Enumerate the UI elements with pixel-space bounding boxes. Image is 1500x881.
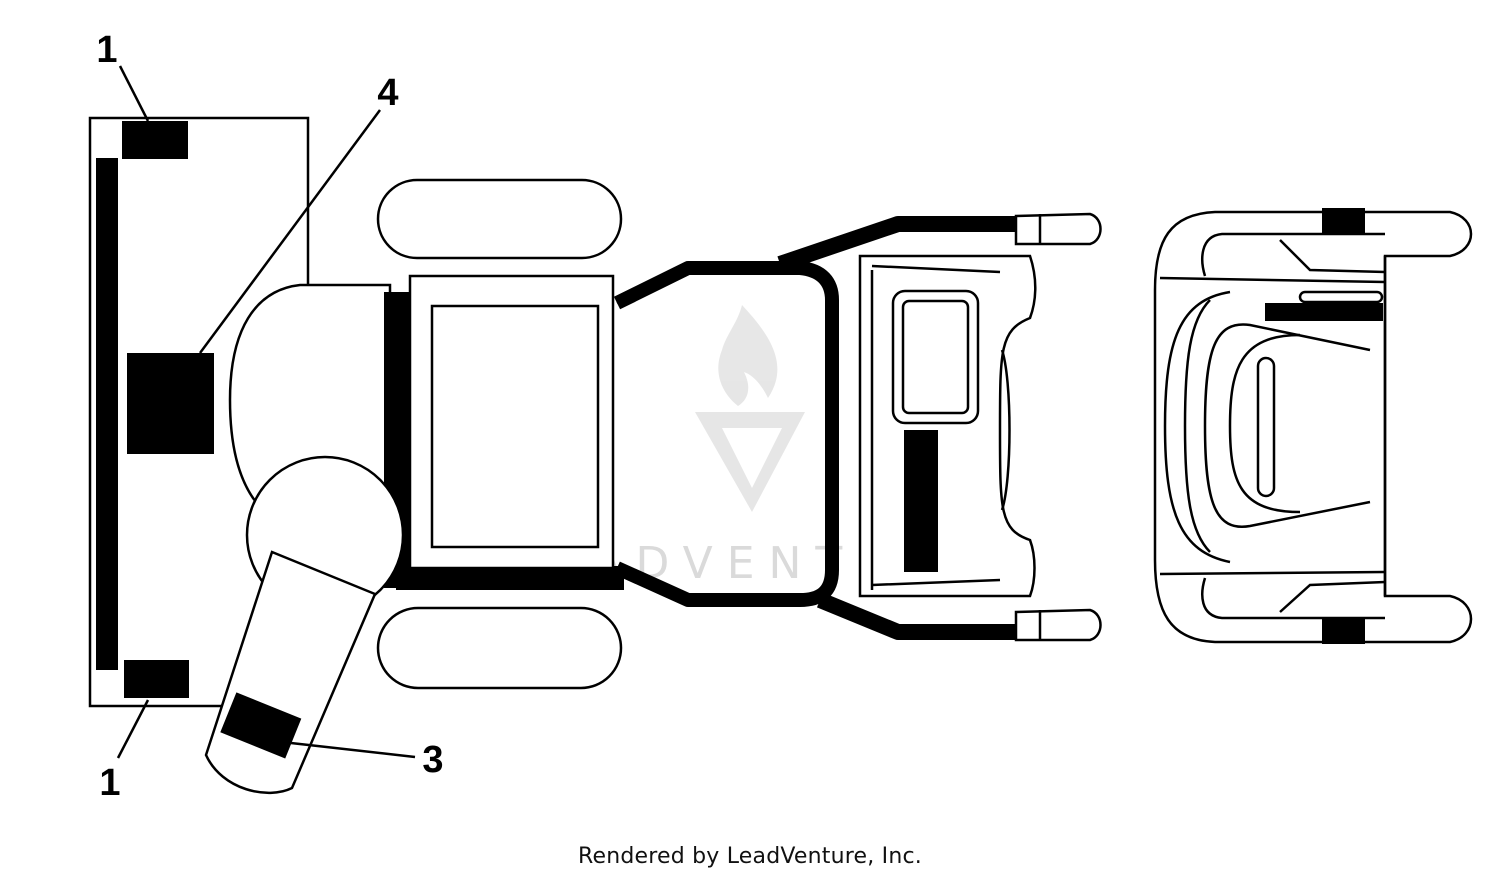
callout-leaders: [116, 65, 416, 759]
callout-3: 3: [422, 739, 443, 781]
rendered-by-footer: Rendered by LeadVenture, Inc.: [578, 844, 922, 869]
decal-hood-bar: [1265, 303, 1383, 321]
watermark-v-icon: [695, 412, 805, 512]
decal-1-top: [122, 121, 188, 159]
dash-console: [858, 254, 1037, 598]
decal-4: [127, 353, 214, 454]
rear-wheel-bottom: [376, 606, 623, 690]
seat: [408, 274, 615, 570]
decal-front-top: [1322, 208, 1365, 234]
decal-dash-strip: [904, 430, 938, 572]
grip-bottom: [1014, 608, 1102, 642]
frame-bottom-rail: [396, 566, 624, 590]
callout-1-top: 1: [96, 29, 117, 71]
callout-1-bottom: 1: [99, 762, 120, 804]
front-hood-view: [1153, 208, 1473, 644]
decal-bar-vertical: [96, 158, 118, 670]
discharge-chute: [204, 455, 405, 795]
rear-wheel-top: [376, 178, 623, 260]
decal-front-bottom: [1322, 618, 1365, 644]
watermark-flame-icon: [718, 305, 778, 406]
decal-3: [220, 692, 302, 759]
decal-1-bottom: [124, 660, 189, 698]
grip-top: [1014, 212, 1102, 246]
chassis-frame: [613, 216, 1018, 640]
callout-4: 4: [377, 72, 398, 114]
